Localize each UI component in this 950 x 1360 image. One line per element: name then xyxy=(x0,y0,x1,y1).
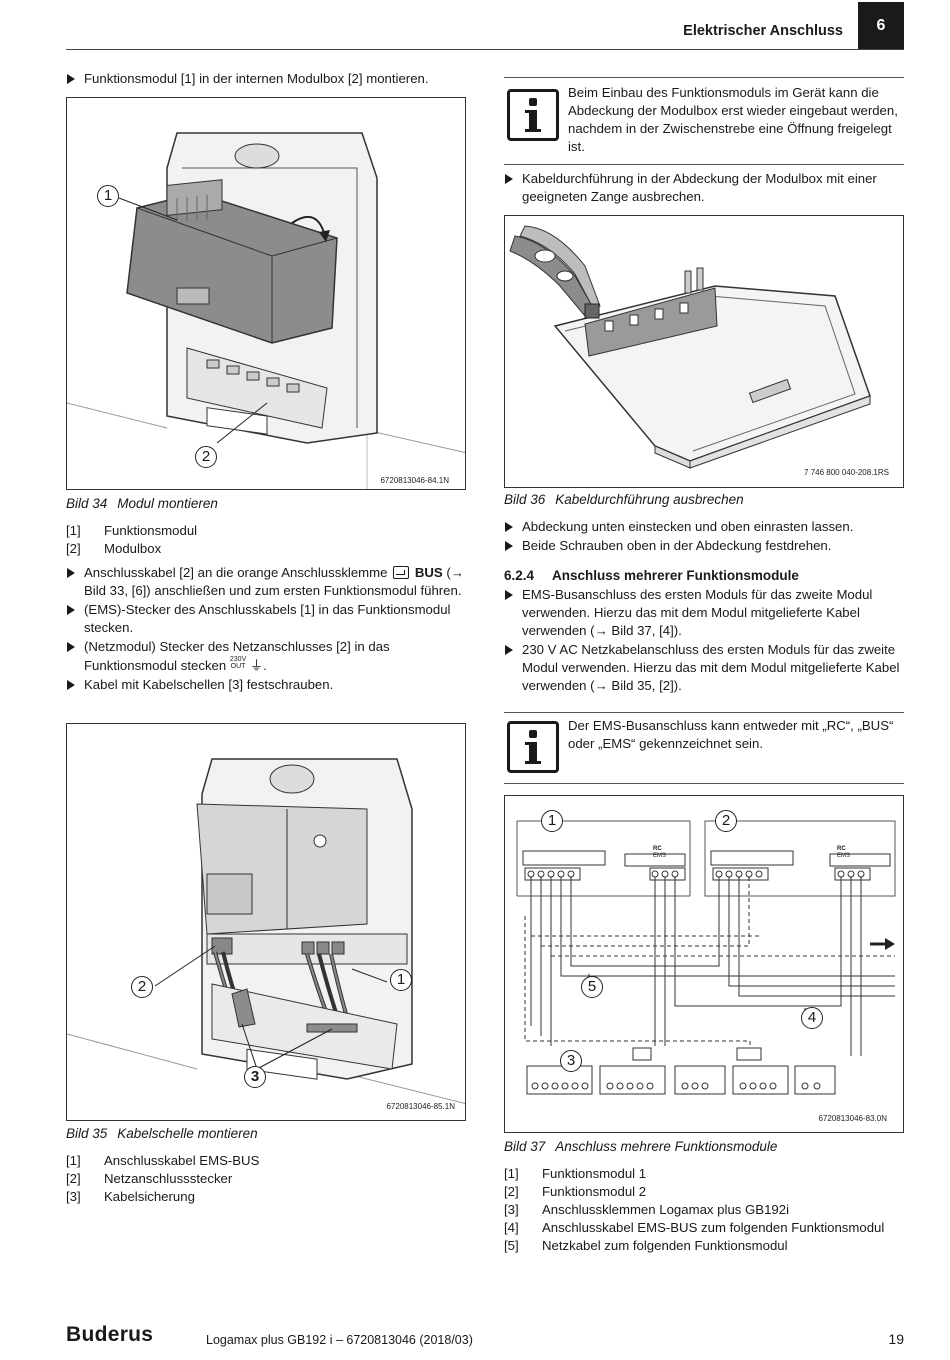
callout-2: 2 xyxy=(195,446,217,468)
terminal-label-rc: RC xyxy=(837,846,846,852)
callout-2: 2 xyxy=(131,976,153,998)
figure-37-legend: [1]Funktionsmodul 1 [2]Funktionsmodul 2 … xyxy=(504,1165,884,1255)
step-break-out-cable-entry: Kabeldurchführung in der Abdeckung der M… xyxy=(504,170,904,207)
brand-logo: Buderus xyxy=(66,1323,154,1346)
legend-row: [2]Funktionsmodul 2 xyxy=(504,1184,647,1199)
figure-code: 6720813046-85.1N xyxy=(386,1102,455,1111)
document-reference: Logamax plus GB192 i – 6720813046 (2018/… xyxy=(206,1333,473,1347)
info-icon xyxy=(507,721,559,773)
callout-5: 5 xyxy=(581,976,603,998)
steps-close-cover: Abdeckung unten einstecken und oben einr… xyxy=(504,518,904,556)
terminal-label-rc: RC xyxy=(653,846,662,852)
legend-row: [2]Netzanschlussstecker xyxy=(66,1171,233,1186)
terminal-label-ems: EMS xyxy=(653,853,667,859)
figure-35-cable-clamp: 2 1 3 6720813046-85.1N xyxy=(66,723,466,1121)
step-mains-plug: (Netzmodul) Stecker des Netzanschlusses … xyxy=(66,638,466,675)
terminal-label-ems: EMS xyxy=(837,853,851,859)
step-cable-clamps: Kabel mit Kabelschellen [3] festschraube… xyxy=(66,676,466,694)
legend-row: [2]Modulbox xyxy=(66,541,162,556)
info-note-ems-label: Der EMS-Busanschluss kann entweder mit „… xyxy=(504,712,904,784)
callout-1: 1 xyxy=(97,185,119,207)
info-note-module-cover: Beim Einbau des Funktionsmoduls im Gerät… xyxy=(504,77,904,165)
step-ems-plug: (EMS)-Stecker des Anschlusskabels [1] in… xyxy=(66,601,466,637)
figure-37-wiring-diagram: 1 2 3 4 5 RC EMS RC EMS 6720813046-83.0N xyxy=(504,795,904,1133)
page-number: 19 xyxy=(888,1331,904,1347)
callout-3: 3 xyxy=(244,1066,266,1088)
legend-row: [3]Kabelsicherung xyxy=(66,1189,195,1204)
plug-icon: ⏚ xyxy=(249,658,264,673)
legend-row: [1]Anschlusskabel EMS-BUS xyxy=(66,1153,260,1168)
legend-row: [3]Anschlussklemmen Logamax plus GB192i xyxy=(504,1202,790,1217)
figure-35-legend: [1]Anschlusskabel EMS-BUS [2]Netzanschlu… xyxy=(66,1152,259,1206)
step-connect-bus: Anschlusskabel [2] an die orange Anschlu… xyxy=(66,564,466,600)
figure-code: 7 746 800 040-208.1RS xyxy=(804,468,889,477)
callout-2: 2 xyxy=(715,810,737,832)
figure-37-drawing xyxy=(516,820,896,1095)
callout-1: 1 xyxy=(390,969,412,991)
step-mount-module: Funktionsmodul [1] in der internen Modul… xyxy=(66,70,466,89)
figure-34-legend: [1]Funktionsmodul [2]Modulbox xyxy=(66,522,197,558)
info-icon xyxy=(507,89,559,141)
figure-36-cable-entry: 7 746 800 040-208.1RS xyxy=(504,215,904,488)
figure-34-drawing xyxy=(67,132,465,489)
bus-terminal-icon xyxy=(393,566,410,579)
figure-34-module-mount: 1 2 6720813046-84.1N xyxy=(66,97,466,490)
legend-row: [1]Funktionsmodul xyxy=(66,523,198,538)
section-header-title: Elektrischer Anschluss xyxy=(683,23,843,39)
steps-connect-cables: Anschlusskabel [2] an die orange Anschlu… xyxy=(66,564,466,695)
figure-36-drawing xyxy=(509,225,871,469)
legend-row: [4]Anschlusskabel EMS-BUS zum folgenden … xyxy=(504,1220,885,1235)
figure-35-drawing xyxy=(67,758,465,1105)
callout-4: 4 xyxy=(801,1007,823,1029)
callout-1: 1 xyxy=(541,810,563,832)
legend-row: [1]Funktionsmodul 1 xyxy=(504,1166,647,1181)
figure-code: 6720813046-84.1N xyxy=(380,476,449,485)
legend-row: [5]Netzkabel zum folgenden Funktionsmodu… xyxy=(504,1238,788,1253)
chapter-number-badge: 6 xyxy=(858,2,904,50)
steps-multiple-modules: EMS-Busanschluss des ersten Moduls für d… xyxy=(504,586,904,696)
figure-code: 6720813046-83.0N xyxy=(818,1114,887,1123)
callout-3: 3 xyxy=(560,1050,582,1072)
header-rule xyxy=(66,49,904,50)
